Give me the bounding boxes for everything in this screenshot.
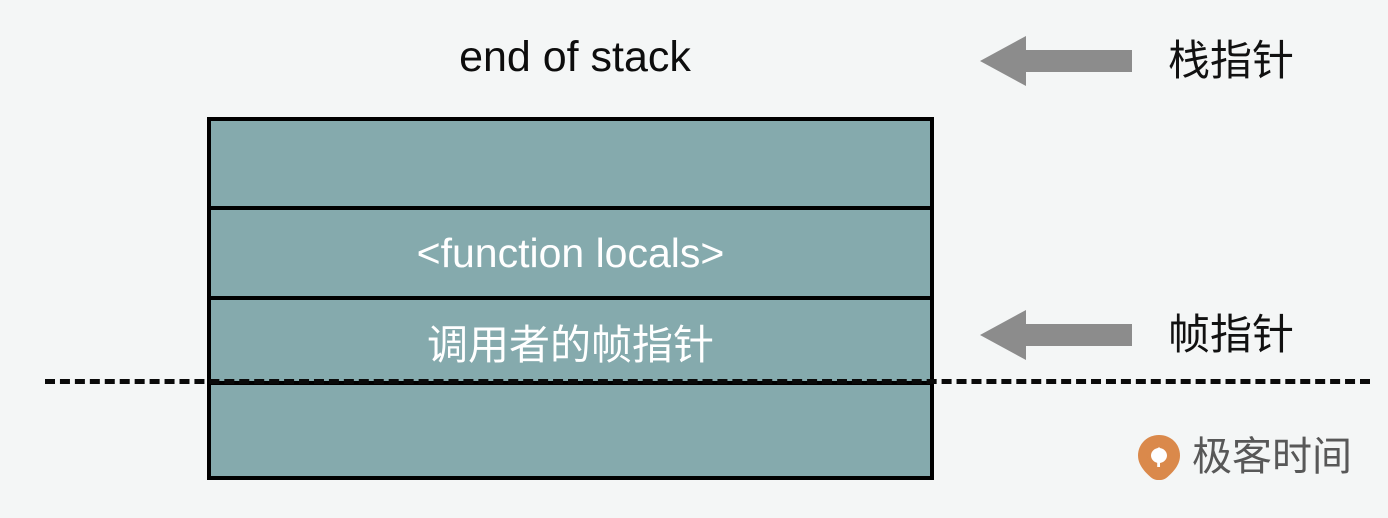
slot-callers-frame-pointer: 调用者的帧指针 xyxy=(211,296,930,381)
frame-boundary-dashed-line xyxy=(45,379,1370,384)
stack-frame-diagram: <function locals> 调用者的帧指针 xyxy=(207,117,934,480)
stack-pointer-annotation: 栈指针 xyxy=(980,31,1294,91)
watermark-label: 极客时间 xyxy=(1192,435,1352,479)
watermark: 极客时间 xyxy=(1136,434,1352,480)
arrow-left-icon xyxy=(980,310,1132,360)
slot-function-locals: <function locals> xyxy=(211,206,930,296)
frame-pointer-label: 帧指针 xyxy=(1168,311,1295,358)
slot-unused-bottom xyxy=(211,381,930,476)
slot-unused-top xyxy=(211,121,930,206)
geektime-pin-logo-icon xyxy=(1136,434,1182,480)
end-of-stack-label: end of stack xyxy=(459,33,691,81)
stack-pointer-label: 栈指针 xyxy=(1168,37,1295,84)
arrow-left-icon xyxy=(980,36,1132,86)
frame-pointer-annotation: 帧指针 xyxy=(980,305,1294,365)
